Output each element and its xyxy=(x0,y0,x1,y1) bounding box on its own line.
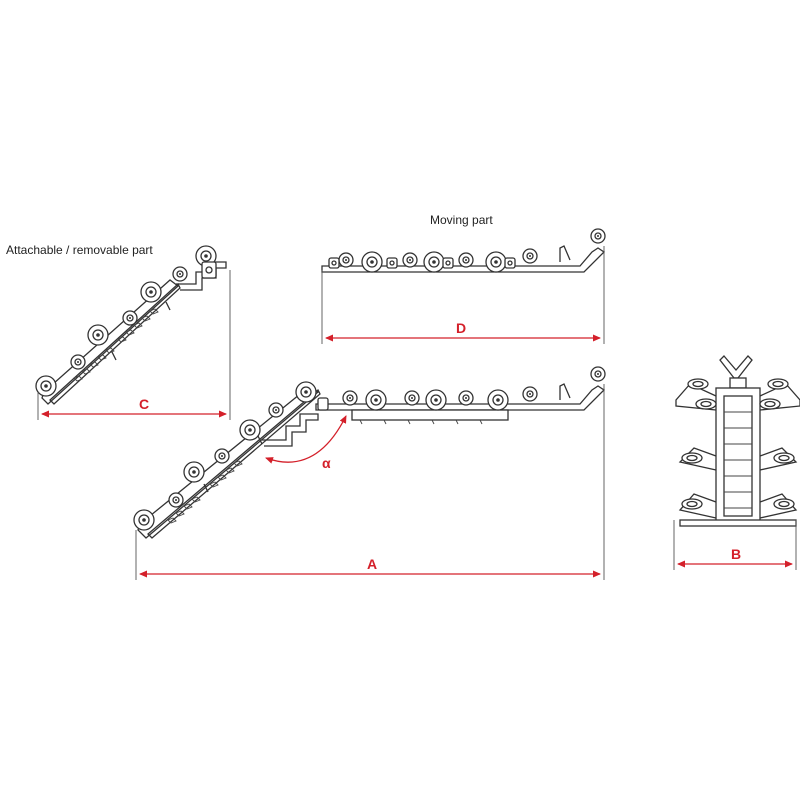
dimension-c: C xyxy=(37,270,231,420)
label-attachable-part: Attachable / removable part xyxy=(6,243,153,257)
dimension-b: B xyxy=(673,520,797,570)
angle-alpha-label: α xyxy=(322,455,331,471)
dimension-d: D xyxy=(321,246,605,344)
dimension-a-label: A xyxy=(367,556,377,572)
dimension-a: A xyxy=(135,384,605,580)
label-moving-part: Moving part xyxy=(430,213,493,227)
angle-alpha: α xyxy=(265,415,347,471)
assembled-drawing xyxy=(133,366,606,539)
front-view-drawing xyxy=(675,355,800,527)
attachable-part-drawing xyxy=(35,245,227,405)
moving-part-drawing xyxy=(321,228,606,273)
dimension-b-label: B xyxy=(731,546,741,562)
dimension-d-label: D xyxy=(456,320,466,336)
dimension-c-label: C xyxy=(139,396,149,412)
